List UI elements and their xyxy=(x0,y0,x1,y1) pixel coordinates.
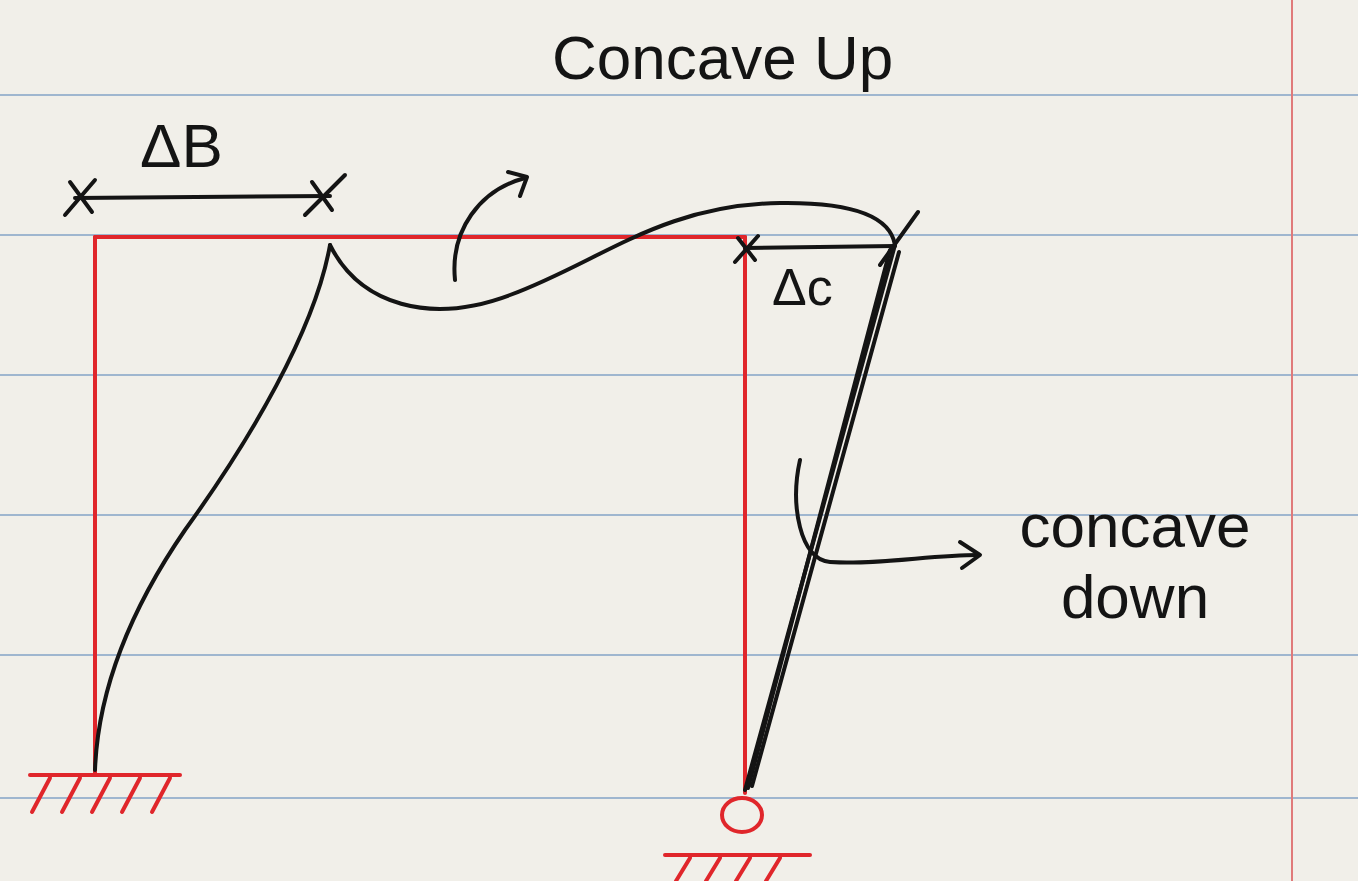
note-label: concave down xyxy=(990,490,1280,633)
dimension-label: Δc xyxy=(772,258,833,318)
deflected-shape xyxy=(95,203,899,790)
margin-line xyxy=(1291,0,1293,881)
note-label: Concave Up xyxy=(552,22,893,93)
original-frame xyxy=(95,237,745,793)
dimension-label: ΔB xyxy=(140,110,223,181)
ruled-lines xyxy=(0,95,1358,798)
roller-support xyxy=(665,798,810,881)
dimension-line xyxy=(735,212,918,265)
fixed-support xyxy=(30,775,180,812)
dimension-line xyxy=(65,175,345,215)
leader-arrow xyxy=(454,172,980,568)
